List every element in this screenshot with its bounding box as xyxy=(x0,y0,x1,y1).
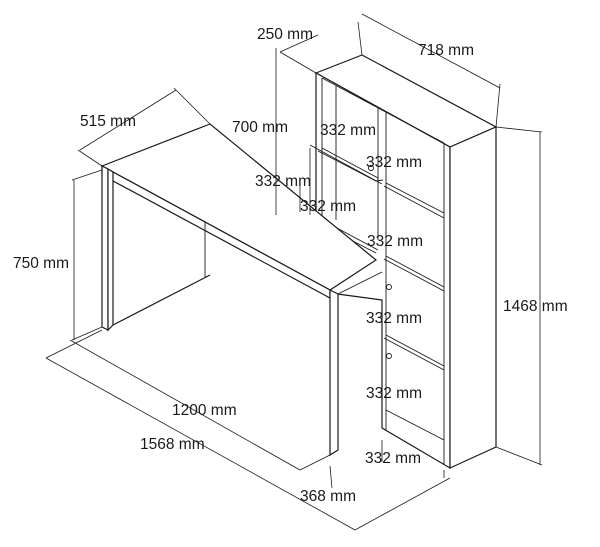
shelf-compartment-1-label: 332 mm xyxy=(320,122,376,139)
dimension-labels: 250 mm 718 mm 515 mm 700 mm 332 mm 332 m… xyxy=(13,26,568,505)
shelf-compartment-2-label: 332 mm xyxy=(366,154,422,171)
desk xyxy=(100,123,383,457)
shelf-compartment-left-b-label: 332 mm xyxy=(300,198,356,215)
shelf-compartment-5-label: 332 mm xyxy=(366,385,422,402)
desk-depth-label: 515 mm xyxy=(80,113,136,130)
dimension-lines xyxy=(45,13,543,531)
desk-right-panel xyxy=(329,289,339,457)
side-width-label: 368 mm xyxy=(300,488,356,505)
bookcase-side xyxy=(449,126,497,469)
desk-back-span-label: 700 mm xyxy=(232,119,288,136)
bookcase xyxy=(314,54,498,470)
shelf-depth-label: 250 mm xyxy=(257,26,313,43)
desk-height-label: 750 mm xyxy=(13,255,69,272)
total-height-label: 1468 mm xyxy=(503,298,568,315)
total-width-label: 1568 mm xyxy=(140,436,205,453)
shelf-compartment-left-a-label: 332 mm xyxy=(255,173,311,190)
shelf-width-label: 718 mm xyxy=(418,42,474,59)
shelf-compartment-bottom-label: 332 mm xyxy=(365,450,421,467)
shelf-compartment-4-label: 332 mm xyxy=(366,310,422,327)
desk-left-leg xyxy=(101,165,109,331)
desk-width-label: 1200 mm xyxy=(172,402,237,419)
shelf-compartment-3-label: 332 mm xyxy=(367,233,423,250)
